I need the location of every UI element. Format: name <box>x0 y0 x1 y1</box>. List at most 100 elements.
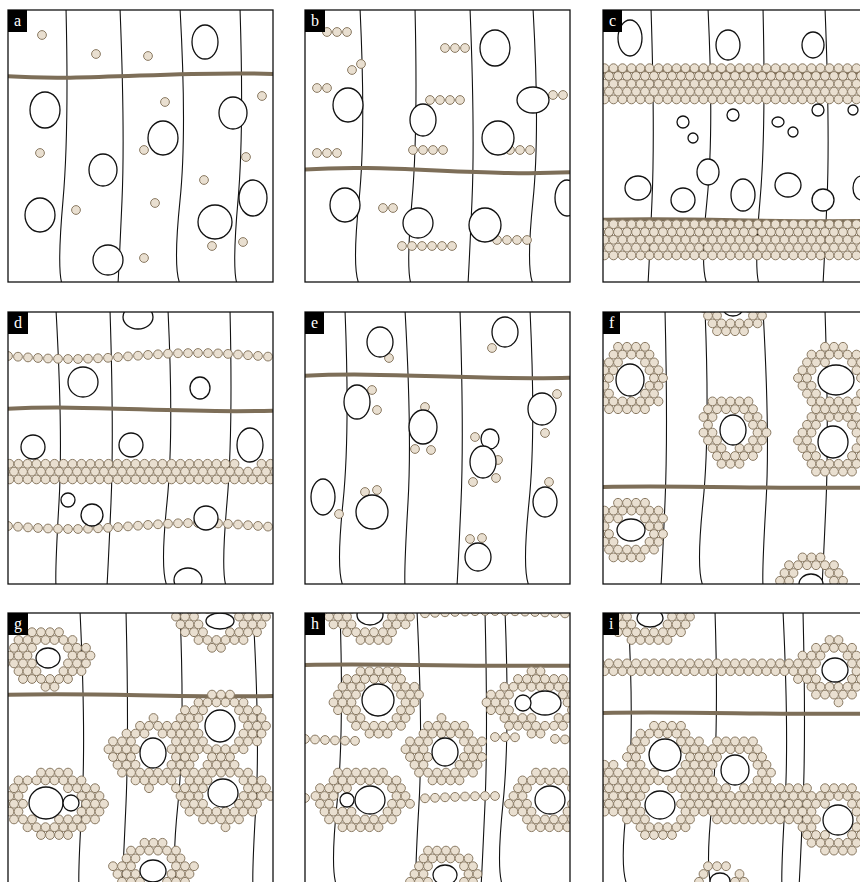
parenchyma-cell <box>812 831 821 840</box>
parenchyma-cell <box>23 459 32 468</box>
panel-border <box>603 312 860 584</box>
parenchyma-cell <box>695 87 704 96</box>
parenchyma-cell <box>257 475 266 484</box>
parenchyma-cell <box>136 721 145 730</box>
parenchyma-cell <box>37 831 46 840</box>
parenchyma-cell <box>167 729 176 738</box>
parenchyma-cell <box>424 862 433 871</box>
parenchyma-cell <box>184 519 193 528</box>
parenchyma-cell <box>481 792 490 801</box>
parenchyma-cell <box>370 721 379 730</box>
parenchyma-cell <box>86 459 95 468</box>
parenchyma-cell <box>523 675 532 684</box>
vessel <box>311 479 335 515</box>
parenchyma-cell <box>68 459 77 468</box>
parenchyma-cell <box>794 436 803 445</box>
parenchyma-cell <box>460 768 469 777</box>
fibre-wall-line <box>709 613 717 882</box>
parenchyma-cell <box>672 667 681 676</box>
parenchyma-cell <box>194 807 203 816</box>
parenchyma-cell <box>825 792 834 801</box>
parenchyma-cell <box>383 807 392 816</box>
parenchyma-cell <box>109 753 118 762</box>
parenchyma-cell <box>8 352 12 361</box>
parenchyma-cell <box>717 251 726 260</box>
parenchyma-cell <box>695 72 704 81</box>
parenchyma-cell <box>650 358 659 367</box>
parenchyma-cell <box>316 784 325 793</box>
parenchyma-cell <box>118 862 127 871</box>
parenchyma-cell <box>807 95 816 104</box>
vessel <box>81 504 103 526</box>
parenchyma-cell <box>347 682 356 691</box>
parenchyma-cell <box>794 659 803 668</box>
parenchyma-cell <box>185 475 194 484</box>
parenchyma-cell <box>659 514 668 523</box>
parenchyma-cell <box>338 620 347 629</box>
parenchyma-cell <box>14 475 23 484</box>
parenchyma-cell <box>149 838 158 847</box>
parenchyma-cell <box>798 381 807 390</box>
parenchyma-cell <box>437 729 446 738</box>
parenchyma-cell <box>618 235 627 244</box>
parenchyma-cell <box>803 228 812 237</box>
parenchyma-cell <box>455 760 464 769</box>
parenchyma-cell <box>807 444 816 453</box>
parenchyma-cell <box>172 846 181 855</box>
parenchyma-cell <box>199 799 208 808</box>
parenchyma-cell <box>717 459 726 468</box>
parenchyma-cell <box>436 96 445 105</box>
parenchyma-cell <box>226 467 235 476</box>
wood-section-panel <box>3 8 278 284</box>
parenchyma-cell <box>785 243 794 252</box>
vessel <box>409 410 437 444</box>
parenchyma-cell <box>64 525 73 534</box>
parenchyma-cell <box>527 729 536 738</box>
fibre-wall-line <box>356 10 363 282</box>
parenchyma-cell <box>627 79 636 88</box>
parenchyma-cell <box>722 228 731 237</box>
parenchyma-cell <box>113 475 122 484</box>
panel-letter: g <box>8 613 28 635</box>
parenchyma-cell <box>785 815 794 824</box>
parenchyma-cell <box>632 72 641 81</box>
parenchyma-cell <box>735 235 744 244</box>
parenchyma-cell <box>86 651 95 660</box>
parenchyma-cell <box>509 792 518 801</box>
parenchyma-cell <box>244 521 253 530</box>
parenchyma-cell <box>798 220 807 229</box>
vessel <box>410 104 436 136</box>
parenchyma-cell <box>91 467 100 476</box>
parenchyma-cell <box>821 467 830 476</box>
vessel <box>433 865 457 882</box>
parenchyma-cell <box>794 561 803 570</box>
parenchyma-cell <box>122 745 131 754</box>
parenchyma-cell <box>627 776 636 785</box>
parenchyma-cell <box>441 44 450 53</box>
parenchyma-cell <box>352 721 361 730</box>
parenchyma-cell <box>740 877 749 882</box>
parenchyma-cell <box>843 350 852 359</box>
parenchyma-cell <box>821 799 830 808</box>
parenchyma-cell <box>681 79 690 88</box>
parenchyma-cell <box>341 736 350 745</box>
parenchyma-cell <box>713 72 722 81</box>
panel-content <box>603 613 860 882</box>
parenchyma-cell <box>695 877 704 882</box>
parenchyma-cell <box>460 721 469 730</box>
parenchyma-cell <box>690 667 699 676</box>
panel-ground <box>8 312 273 584</box>
parenchyma-cell <box>632 799 641 808</box>
parenchyma-cell <box>645 350 654 359</box>
parenchyma-cell <box>190 737 199 746</box>
parenchyma-cell <box>632 342 641 351</box>
parenchyma-cell <box>825 251 834 260</box>
parenchyma-cell <box>415 690 424 699</box>
parenchyma-cell <box>677 768 686 777</box>
vessel <box>515 695 531 711</box>
parenchyma-cell <box>55 768 64 777</box>
parenchyma-cell <box>609 667 618 676</box>
parenchyma-cell <box>609 760 618 769</box>
parenchyma-cell <box>64 467 73 476</box>
parenchyma-cell <box>164 349 173 358</box>
